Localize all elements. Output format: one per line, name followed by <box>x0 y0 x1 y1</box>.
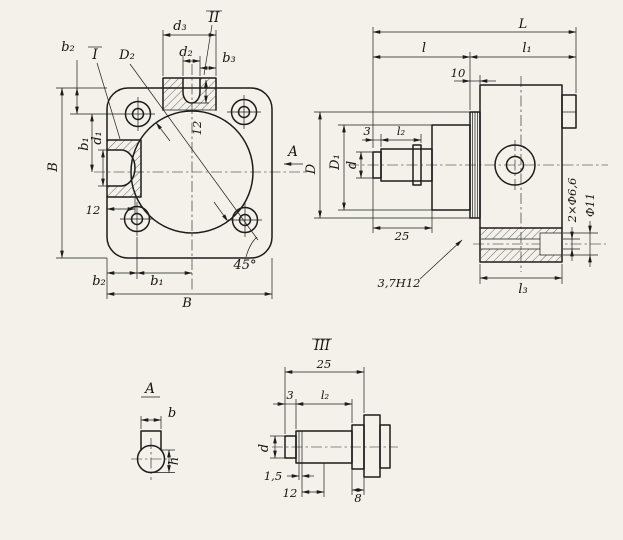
dim-D1-label: D₁ <box>328 154 343 171</box>
housing-outline <box>106 87 273 259</box>
front-view-centerlines <box>94 64 305 292</box>
dim-10-label: 10 <box>451 66 466 80</box>
bolt-hole-top-left <box>121 97 155 131</box>
view-a-title: A <box>143 381 155 397</box>
dim-D2-label: D₂ <box>118 48 135 63</box>
dim-45deg-label: 45° <box>232 258 256 273</box>
dim-12-top-label: 12 <box>190 121 204 136</box>
dim-iii-25-label: 25 <box>316 357 332 371</box>
side-view-labels: L l l₁ 10 3 l₂ D₁ D d 25 2×Φ6,6 Φ11 3,7H… <box>304 17 597 297</box>
side-view-centerlines <box>348 76 608 272</box>
dim-d1-label: d₁ <box>90 131 105 145</box>
bolt-hole-section <box>479 227 563 262</box>
dim-12-left-label: 12 <box>86 203 101 217</box>
dim-b1-left-label: b₁ <box>77 137 92 151</box>
dim-iii-12-label: 12 <box>283 486 298 500</box>
view-iii: III 25 3 l₂ d 1,5 12 8 <box>257 338 398 505</box>
drive-shaft <box>372 144 433 186</box>
dim-2x-phi66-label: 2×Φ6,6 <box>565 178 579 224</box>
dim-iii-3-label: 3 <box>286 388 293 402</box>
central-bore-circle <box>130 110 254 234</box>
view-a-dimensions <box>140 396 175 473</box>
bolt-hole-bottom-right <box>228 203 262 237</box>
dim-l1-label: l₁ <box>522 41 531 56</box>
dim-d2-label: d₂ <box>179 45 193 60</box>
dim-b2-bottom-label: b₂ <box>92 274 106 289</box>
side-view-dimensions <box>314 27 598 284</box>
dim-d3-label: d₃ <box>173 19 187 34</box>
view-a-geometry <box>131 430 172 480</box>
front-view-labels: b₂ I D₂ d₃ II d₂ b₃ 12 b₁ d₁ В 12 A 45° … <box>46 10 298 311</box>
pump-cylinder <box>431 111 481 219</box>
view-iii-labels: III 25 3 l₂ d 1,5 12 8 <box>257 338 362 505</box>
dim-iii-8-label: 8 <box>354 491 361 505</box>
dim-iii-15-label: 1,5 <box>264 469 282 483</box>
dim-B-left-label: В <box>46 162 61 173</box>
dim-iii-d-label: d <box>257 444 272 452</box>
dim-iii-l2-label: l₂ <box>321 388 330 402</box>
dim-b2-top-label: b₂ <box>61 40 75 55</box>
dim-b1-bottom-label: b₁ <box>150 274 164 289</box>
bolt-hole-bottom-left <box>120 202 154 236</box>
dim-l2-label: l₂ <box>397 124 406 138</box>
dim-25-label: 25 <box>394 229 410 243</box>
dim-37H12-label: 3,7H12 <box>378 276 421 290</box>
view-a-labels: A b h <box>143 381 182 465</box>
bolt-hole-top-right <box>227 95 261 129</box>
front-view-dimensions <box>56 10 303 299</box>
dim-l3-label: l₃ <box>518 282 527 297</box>
front-view: b₂ I D₂ d₃ II d₂ b₃ 12 b₁ d₁ В 12 A 45° … <box>46 10 305 311</box>
view-marker-ii: II <box>208 10 220 26</box>
dim-h-label: h <box>167 457 182 465</box>
side-view: L l l₁ 10 3 l₂ D₁ D d 25 2×Φ6,6 Φ11 3,7H… <box>304 17 608 297</box>
view-marker-i: I <box>91 47 98 63</box>
dim-b3-label: b₃ <box>222 51 236 66</box>
dim-l-label: l <box>422 41 426 56</box>
dim-b-label: b <box>168 406 176 421</box>
view-iii-title: III <box>313 338 331 354</box>
view-iii-dimensions <box>270 338 365 497</box>
dim-phi11-label: Φ11 <box>583 193 597 217</box>
dim-D-label: D <box>304 163 319 175</box>
view-a: A b h <box>131 381 182 480</box>
dim-3-label: 3 <box>363 124 370 138</box>
left-boss-section <box>106 139 142 198</box>
view-iii-geometry <box>272 414 398 478</box>
view-a-arrow-label: A <box>286 144 298 160</box>
dim-L-label: L <box>518 17 528 32</box>
dim-d-label: d <box>345 161 360 169</box>
dim-B-bottom-label: В <box>181 296 192 311</box>
top-boss-section <box>162 77 217 111</box>
